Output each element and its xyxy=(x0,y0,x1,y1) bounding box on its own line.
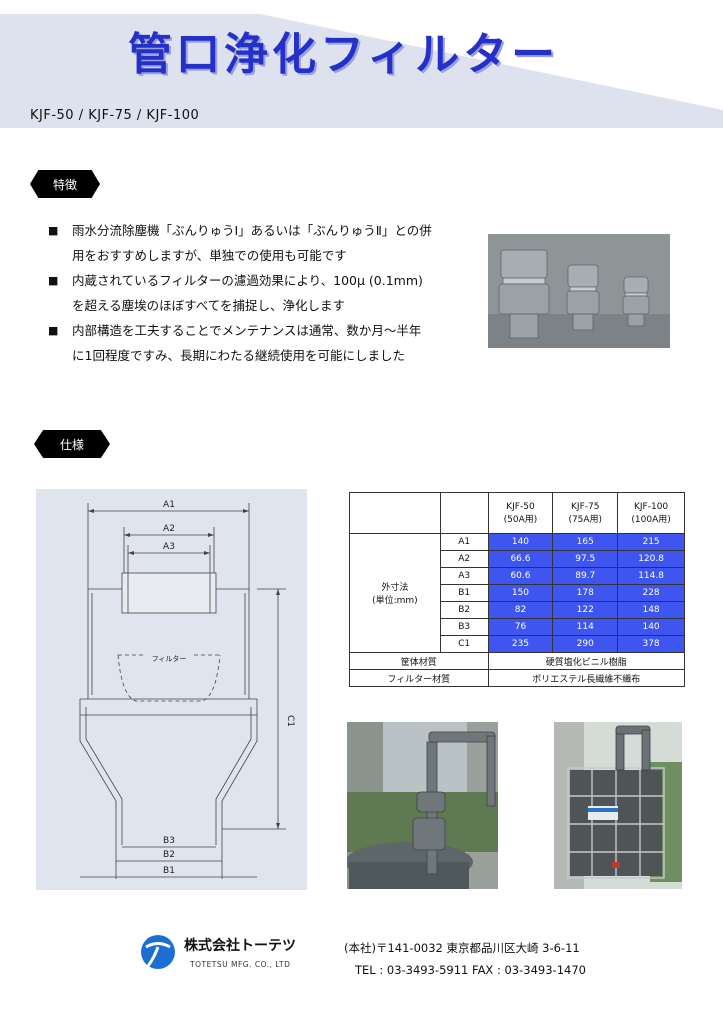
label-b3: B3 xyxy=(163,836,175,846)
specs-tag: 仕様 xyxy=(34,430,110,458)
column-header: KJF-75(75A用) xyxy=(552,492,619,534)
column-header: KJF-50(50A用) xyxy=(487,492,554,534)
dimension-diagram: A1 A2 A3 フィルター C1 B3 B2 B1 xyxy=(36,489,307,890)
label-b1: B1 xyxy=(163,866,175,876)
company-name-en: TOTETSU MFG. CO., LTD xyxy=(190,960,291,969)
table-header-row: KJF-50(50A用) KJF-75(75A用) KJF-100(100A用) xyxy=(349,492,685,534)
features-list: ■雨水分流除塵機「ぶんりゅうⅠ」あるいは「ぶんりゅうⅡ」との併 用をおすすめしま… xyxy=(48,218,432,368)
company-phone: TEL : 03-3493-5911 FAX : 03-3493-1470 xyxy=(355,963,586,977)
bullet-icon: ■ xyxy=(48,274,59,287)
spec-table: KJF-50(50A用) KJF-75(75A用) KJF-100(100A用)… xyxy=(349,492,686,687)
table-row: 外寸法(単位:mm) A1 140 165 215 xyxy=(349,533,685,653)
label-a2: A2 xyxy=(163,524,175,534)
table-row: 筐体材質 硬質塩化ビニル樹脂 xyxy=(349,652,686,670)
label-a3: A3 xyxy=(163,542,175,552)
company-address: (本社)〒141-0032 東京都品川区大崎 3-6-11 xyxy=(344,941,580,955)
header-band xyxy=(0,0,723,128)
table-row: フィルター材質 ポリエステル長繊維不織布 xyxy=(349,669,686,687)
company-logo xyxy=(141,935,175,969)
feature-item: ■内蔵されているフィルターの濾過効果により、100μ (0.1mm) を超える塵… xyxy=(48,268,432,318)
feature-item: ■雨水分流除塵機「ぶんりゅうⅠ」あるいは「ぶんりゅうⅡ」との併 用をおすすめしま… xyxy=(48,218,432,268)
label-c1: C1 xyxy=(285,715,295,727)
page-title: 管口浄化フィルター xyxy=(128,29,560,80)
bullet-icon: ■ xyxy=(48,224,59,237)
table-row: B2 82 122 148 xyxy=(350,601,685,619)
label-filter: フィルター xyxy=(152,654,187,663)
dimension-group-label: 外寸法(単位:mm) xyxy=(349,533,441,653)
label-a1: A1 xyxy=(163,500,175,510)
features-tag: 特徴 xyxy=(30,170,100,198)
bullet-icon: ■ xyxy=(48,324,59,337)
feature-item: ■内部構造を工夫することでメンテナンスは通常、数か月～半年 に1回程度ですみ、長… xyxy=(48,318,432,368)
model-list: KJF-50 / KJF-75 / KJF-100 xyxy=(30,108,200,123)
installation-photo-2 xyxy=(554,722,682,889)
company-name: 株式会社トーテツ xyxy=(184,938,296,954)
label-b2: B2 xyxy=(163,850,175,860)
installation-photo-1 xyxy=(347,722,498,889)
column-header: KJF-100(100A用) xyxy=(617,492,685,534)
table-row: A3 60.6 89.7 114.8 xyxy=(350,567,685,585)
product-photo xyxy=(488,234,670,348)
